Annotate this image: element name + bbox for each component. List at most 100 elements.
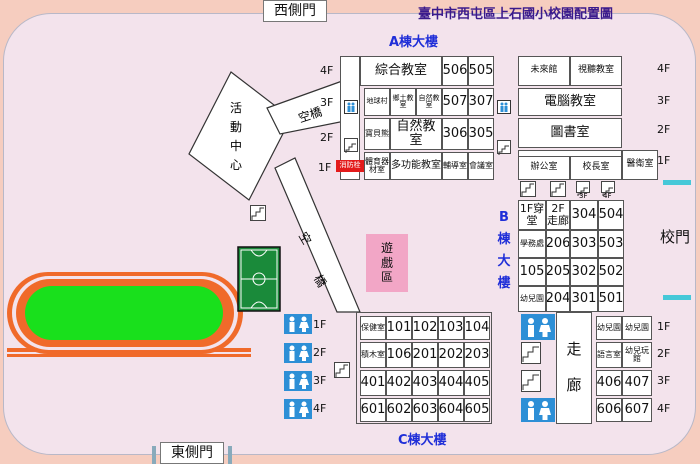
track-outer: [7, 354, 251, 357]
stairs-icon: [497, 140, 511, 155]
stairs-icon: [334, 362, 350, 378]
room-104: 104: [464, 316, 490, 340]
room-202: 202: [438, 342, 464, 368]
room-local-classroom: 鄉土教室: [390, 88, 416, 116]
room-307: 307: [468, 88, 494, 116]
stairs-icon: [521, 370, 541, 392]
room-sports-store: 體育器材室: [364, 152, 390, 180]
floor-label-3f: 3F: [320, 96, 334, 109]
map-title: 臺中市西屯區上石國小校園配置圖: [418, 7, 614, 22]
room-303: 303: [570, 230, 598, 258]
toilet-icon: [284, 399, 312, 419]
room-205: 205: [546, 258, 570, 286]
floor-label-2f: 2F: [657, 347, 671, 360]
room-506: 506: [442, 56, 468, 86]
gate-marker: [663, 295, 691, 300]
room-multi: 多功能教室: [390, 152, 442, 180]
gate-marker: [663, 180, 691, 185]
room-304: 304: [570, 200, 598, 230]
room-603: 603: [412, 398, 438, 422]
room-future: 未來館: [518, 56, 570, 86]
room-203: 203: [464, 342, 490, 368]
room-501: 501: [598, 286, 624, 312]
room-103: 103: [438, 316, 464, 340]
room-kinder: 幼兒園: [518, 286, 546, 312]
room-305: 305: [468, 118, 494, 150]
east-gate: 東側門: [160, 442, 224, 464]
stairs-icon: [550, 181, 566, 197]
room-302: 302: [570, 258, 598, 286]
room-language: 語言室: [596, 342, 622, 368]
building-c-label: C棟大樓: [398, 433, 447, 448]
room-101: 101: [386, 316, 412, 340]
room-102: 102: [412, 316, 438, 340]
toilet-icon: [344, 100, 358, 114]
activity-center-shape: [188, 71, 361, 313]
running-track: [7, 272, 251, 357]
a-right-frame: [518, 150, 622, 158]
floor-label-1f: 1F: [657, 320, 671, 333]
floor-label-4f: 4F: [657, 402, 671, 415]
gate-post: [228, 446, 232, 464]
stairs-icon: [520, 181, 536, 197]
room-301: 301: [570, 286, 598, 312]
floor-label-4f: 4F: [313, 402, 327, 415]
room-105: 105: [518, 258, 546, 286]
building-a-label: A棟大樓: [389, 35, 439, 50]
room-nurse: 醫衛室: [622, 150, 658, 180]
room-404: 404: [438, 370, 464, 396]
room-401: 401: [360, 370, 386, 396]
toilet-icon: [521, 314, 555, 340]
toilet-icon: [284, 314, 312, 334]
stairs-icon: [250, 205, 266, 221]
room-206: 206: [546, 230, 570, 258]
corridor: 走廊: [556, 312, 592, 424]
main-gate-label: 校門: [660, 228, 691, 246]
room-kinder-1: 幼兒園: [596, 316, 622, 340]
room-403: 403: [412, 370, 438, 396]
stairs-icon: [521, 342, 541, 364]
room-nature-small: 自然教室: [416, 88, 442, 116]
stairs-icon: [344, 138, 358, 153]
floor-label-2f: 2F: [657, 123, 671, 136]
room-406: 406: [596, 370, 622, 396]
room-nature: 自然教室: [390, 118, 442, 150]
toilet-icon: [284, 343, 312, 363]
room-health: 保健室: [360, 316, 386, 340]
room-605: 605: [464, 398, 490, 422]
activity-center-label: 活動中心: [229, 101, 242, 172]
floor-label-4f: 4F: [657, 62, 671, 75]
stairs-3f-label: 3F: [579, 192, 588, 200]
room-av: 視聽教室: [570, 56, 622, 86]
room-204: 204: [546, 286, 570, 312]
room-503: 503: [598, 230, 624, 258]
room-computer: 電腦教室: [518, 88, 622, 116]
toilet-icon: [497, 100, 511, 114]
room-kinder-2: 幼兒園: [622, 316, 652, 340]
toilet-icon: [521, 398, 555, 422]
room-earth-village: 地球村: [364, 88, 390, 116]
c-left-frame: [356, 312, 492, 424]
lower-bridge-label: 空橋: [295, 229, 330, 290]
room-405: 405: [464, 370, 490, 396]
room-402: 402: [386, 370, 412, 396]
stairs-icon: [601, 181, 615, 196]
room-606: 606: [596, 398, 622, 422]
west-gate: 西側門: [263, 0, 327, 22]
floor-label-3f: 3F: [313, 374, 327, 387]
room-306: 306: [442, 118, 468, 150]
floor-label-1f: 1F: [657, 154, 671, 167]
floor-label-3f: 3F: [657, 94, 671, 107]
room-504: 504: [598, 200, 624, 230]
room-106: 106: [386, 342, 412, 368]
room-wood: 積木室: [360, 342, 386, 368]
field-grass: [25, 286, 223, 340]
room-601: 601: [360, 398, 386, 422]
room-counsel: 輔導室: [442, 152, 468, 180]
room-hall-2f: 2F走廊: [546, 200, 570, 230]
room-principal: 校長室: [570, 156, 622, 180]
room-office: 辦公室: [518, 156, 570, 180]
room-comprehensive: 綜合教室: [360, 56, 442, 86]
room-treasure: 寶貝熊: [364, 118, 390, 150]
toilet-icon: [284, 371, 312, 391]
